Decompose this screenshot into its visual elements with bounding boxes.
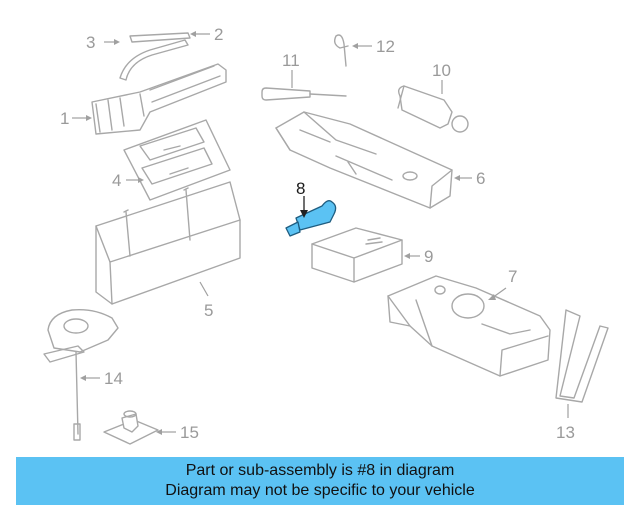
label-3: 3 [86,33,95,52]
label-8: 8 [296,179,305,198]
label-13: 13 [556,423,575,442]
label-1: 1 [60,109,69,128]
part-9-box [311,227,420,283]
part-5-bag [95,181,241,305]
banner-line-2: Diagram may not be specific to your vehi… [165,482,475,499]
part-6-tray [275,111,472,209]
label-14: 14 [104,369,123,388]
part-13-strap [555,309,609,418]
part-14-jack-base [43,308,119,441]
label-11: 11 [282,51,300,70]
part-4-inserts [123,119,231,201]
part-12-hook [333,34,372,67]
parts-diagram: 2 3 1 4 5 [43,25,609,445]
part-8-lug-wrench [285,196,337,237]
part-3-handle [104,39,189,81]
label-12: 12 [376,37,395,56]
part-7-carrier [387,275,551,377]
label-9: 9 [424,247,433,266]
label-6: 6 [476,169,485,188]
label-10: 10 [432,61,451,80]
info-banner: Part or sub-assembly is #8 in diagram Di… [16,457,624,505]
part-2-rod [129,31,210,43]
label-7: 7 [508,267,517,286]
label-2: 2 [214,25,223,44]
part-11-tool [261,70,347,101]
label-5: 5 [204,301,213,320]
part-15-mount [103,410,176,445]
label-4: 4 [112,171,121,190]
part-10-cylinder [397,80,469,133]
banner-line-1: Part or sub-assembly is #8 in diagram [185,462,455,479]
part-1-jack [72,63,227,135]
label-15: 15 [180,423,199,442]
